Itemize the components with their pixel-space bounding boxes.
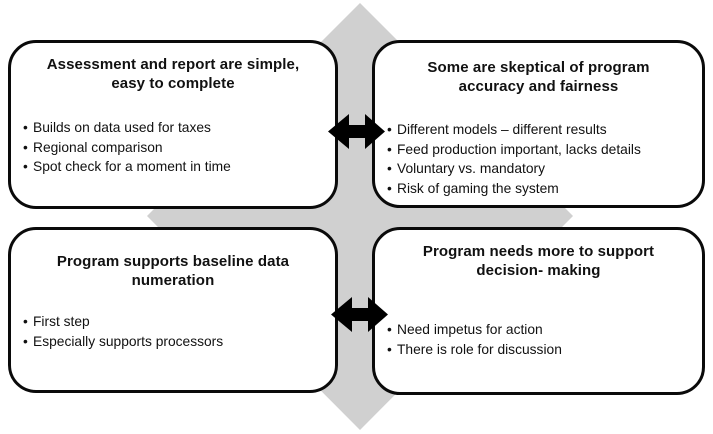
- box-title-line: Program supports baseline data: [56, 253, 290, 270]
- bullet-marker: •: [23, 333, 28, 349]
- bullet-marker: •: [387, 141, 392, 157]
- box-title-line: decision- making: [476, 261, 601, 279]
- box-top-right: Some are skeptical of program accuracy a…: [372, 40, 705, 208]
- bullet-marker: •: [23, 159, 28, 174]
- bullet-text: First step: [33, 314, 90, 329]
- bullet-marker: •: [23, 139, 28, 155]
- bullet-item: • Spot check for a moment in time: [23, 157, 329, 177]
- box-title-line: numeration: [131, 271, 215, 289]
- box-title: Assessment and report are simple, easy t…: [11, 56, 335, 93]
- bullet-list: • First step • Especially supports process…: [11, 312, 335, 351]
- box-title-line: easy to complete: [111, 74, 235, 92]
- bullet-text: Builds on data used for taxes: [33, 120, 211, 135]
- bullet-text: Especially supports processors: [33, 333, 224, 349]
- bullet-marker: •: [387, 161, 392, 176]
- box-title: Program needs more to support decision- …: [375, 243, 702, 280]
- bullet-item: • First step: [23, 312, 329, 332]
- bullet-text: Feed production important, lacks details: [397, 141, 641, 157]
- box-title-line: Assessment and report are simple,: [46, 56, 300, 73]
- bullet-list: • Different models – different results • F…: [375, 120, 702, 198]
- double-arrow-icon: [328, 114, 385, 149]
- bullet-marker: •: [387, 341, 392, 357]
- bullet-item: • Risk of gaming the system: [387, 179, 696, 199]
- bullet-marker: •: [387, 322, 392, 337]
- bullet-item: • There is role for discussion: [387, 340, 696, 360]
- bullet-text: There is role for discussion: [397, 341, 562, 357]
- bullet-item: • Need impetus for action: [387, 320, 696, 340]
- box-title: Some are skeptical of program accuracy a…: [375, 59, 702, 96]
- box-title-line: accuracy and fairness: [458, 77, 619, 95]
- box-bottom-left: Program supports baseline data numeratio…: [8, 227, 338, 393]
- bullet-text: Voluntary vs. mandatory: [397, 161, 546, 176]
- box-title-line: Program needs more to support: [422, 243, 655, 260]
- bullet-item: • Voluntary vs. mandatory: [387, 159, 696, 179]
- bullet-item: • Regional comparison: [23, 138, 329, 158]
- bullet-text: Different models – different results: [397, 122, 607, 137]
- bullet-marker: •: [387, 122, 392, 137]
- box-top-left: Assessment and report are simple, easy t…: [8, 40, 338, 209]
- bullet-text: Regional comparison: [33, 139, 163, 155]
- double-arrow-icon: [331, 297, 388, 332]
- box-bottom-right: Program needs more to support decision- …: [372, 227, 705, 395]
- bullet-text: Risk of gaming the system: [397, 180, 559, 196]
- box-title-line: Some are skeptical of program: [427, 59, 650, 76]
- bullet-item: • Feed production important, lacks detail…: [387, 140, 696, 160]
- bullet-item: • Especially supports processors: [23, 332, 329, 352]
- box-title: Program supports baseline data numeratio…: [11, 253, 335, 290]
- bullet-item: • Different models – different results: [387, 120, 696, 140]
- bullet-item: • Builds on data used for taxes: [23, 118, 329, 138]
- bullet-marker: •: [23, 120, 28, 135]
- bullet-text: Spot check for a moment in time: [33, 159, 231, 174]
- bullet-marker: •: [23, 314, 28, 329]
- bullet-list: • Need impetus for action • There is role …: [375, 320, 702, 359]
- bullet-text: Need impetus for action: [397, 322, 543, 337]
- bullet-list: • Builds on data used for taxes • Regional…: [11, 118, 335, 177]
- bullet-marker: •: [387, 180, 392, 196]
